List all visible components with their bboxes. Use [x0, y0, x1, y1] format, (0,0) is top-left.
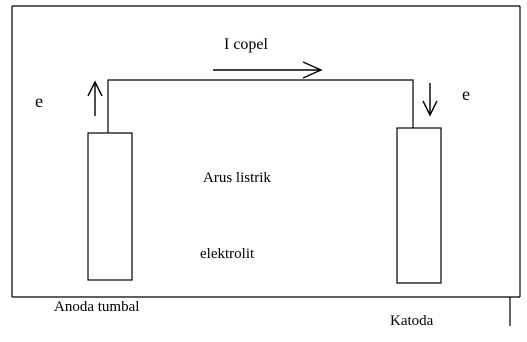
frame [11, 5, 521, 326]
arus-label: Arus listrik [203, 170, 271, 186]
cathode-electrode [396, 127, 442, 284]
electron-arrow-up [87, 80, 103, 116]
current-arrow [213, 61, 323, 79]
cathode-label: Katoda [390, 313, 434, 329]
anode-label: Anoda tumbal [54, 299, 139, 315]
electron-label-left: e [35, 91, 43, 111]
anode-electrode [87, 132, 133, 281]
electron-label-right: e [462, 84, 470, 104]
wire [107, 79, 414, 133]
electron-arrow-down [422, 83, 438, 117]
elektrolit-label: elektrolit [200, 246, 255, 262]
current-label: I copel [224, 36, 269, 53]
